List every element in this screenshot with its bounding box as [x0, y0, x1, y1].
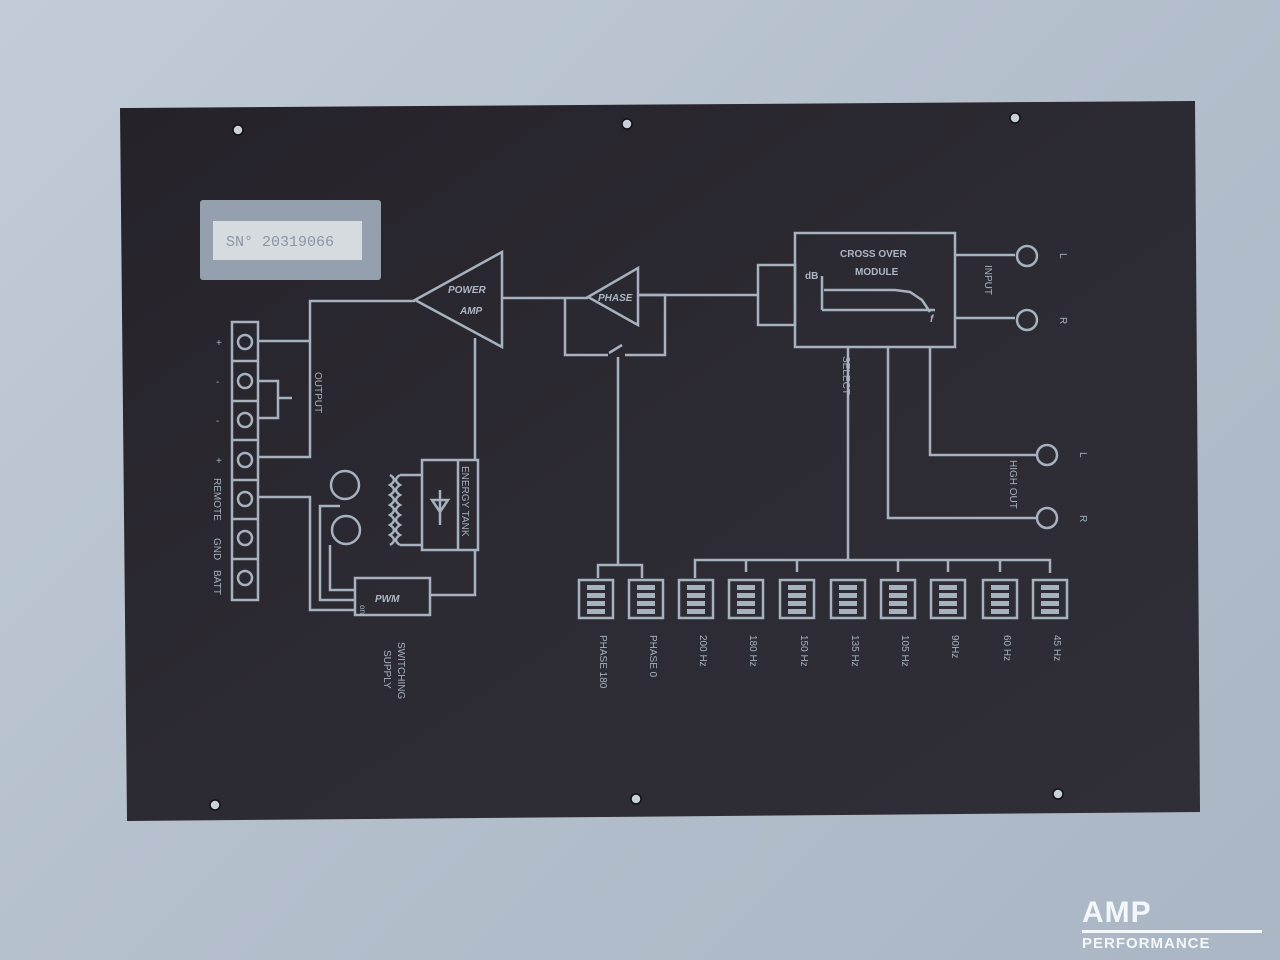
dip-switch-lever: [687, 601, 705, 606]
dip-switch-lever: [1041, 601, 1059, 606]
dip-label: 135 Hz: [849, 635, 860, 667]
dip-switch-lever: [839, 585, 857, 590]
mounting-holes: [209, 112, 1064, 811]
dip-switch-lever: [889, 593, 907, 598]
terminal-label: -: [216, 416, 219, 427]
dip-switch: [981, 578, 1019, 620]
dip-switch: [727, 578, 765, 620]
dip-switch-lever: [587, 585, 605, 590]
dip-switch: [778, 578, 816, 620]
dip-switch-lever: [788, 601, 806, 606]
terminal-label: REMOTE: [211, 478, 222, 521]
dip-switch-lever: [939, 593, 957, 598]
dip-label: 200 Hz: [697, 635, 708, 667]
switching-supply-label-2: SUPPLY: [381, 650, 392, 689]
input-r-label: R: [1057, 317, 1068, 324]
dip-switch-lever: [889, 585, 907, 590]
dip-switch-lever: [587, 609, 605, 614]
dip-switch-lever: [939, 609, 957, 614]
output-label: OUTPUT: [312, 372, 323, 413]
dip-switches: [577, 578, 1069, 620]
dip-switch-lever: [587, 593, 605, 598]
input-label: INPUT: [982, 265, 993, 295]
dip-switch-lever: [788, 609, 806, 614]
dip-switch-lever: [737, 609, 755, 614]
energy-tank-label: ENERGY TANK: [459, 466, 470, 537]
dip-switch-lever: [839, 609, 857, 614]
high-out-label: HIGH OUT: [1007, 460, 1018, 509]
dip-label: 45 Hz: [1051, 635, 1062, 661]
high-out-l-label: L: [1077, 452, 1088, 458]
crossover-label-2: MODULE: [855, 267, 899, 278]
dip-label: 90Hz: [949, 635, 960, 658]
dip-switch: [929, 578, 967, 620]
dip-label: 180 Hz: [747, 635, 758, 667]
dip-switch: [577, 578, 615, 620]
db-label: dB: [805, 271, 818, 282]
dip-switch-lever: [587, 601, 605, 606]
dip-switch: [627, 578, 665, 620]
dip-switch-lever: [839, 601, 857, 606]
dip-label: PHASE 180: [597, 635, 608, 689]
terminal-label: -: [216, 377, 219, 388]
logo-divider: [1082, 930, 1262, 933]
dip-switch-lever: [1041, 593, 1059, 598]
dip-switch-lever: [637, 593, 655, 598]
dip-switch-lever: [991, 601, 1009, 606]
dip-switch-lever: [991, 593, 1009, 598]
dip-switch-lever: [991, 585, 1009, 590]
dip-switch-lever: [637, 609, 655, 614]
dip-switch: [829, 578, 867, 620]
dip-label: 60 Hz: [1001, 635, 1012, 661]
dip-switch-lever: [687, 585, 705, 590]
dip-switch-lever: [939, 585, 957, 590]
terminal-label: GND: [211, 538, 222, 560]
f-label: f: [930, 314, 935, 325]
dip-switch-lever: [788, 593, 806, 598]
dip-switch-lever: [889, 609, 907, 614]
on-label: on: [358, 605, 367, 614]
dip-switch-lever: [788, 585, 806, 590]
dip-switch-lever: [687, 593, 705, 598]
dip-labels: PHASE 180 PHASE 0 200 Hz 180 Hz 150 Hz 135 Hz…: [597, 635, 1062, 689]
select-label: SELECT: [840, 356, 851, 395]
dip-switch-lever: [889, 601, 907, 606]
terminal-labels: + - - + REMOTE GND BATT: [211, 338, 222, 595]
high-out-r-label: R: [1077, 515, 1088, 522]
dip-label: 105 Hz: [899, 635, 910, 667]
dip-switch-lever: [687, 609, 705, 614]
dip-label: 150 Hz: [798, 635, 809, 667]
switching-supply-label: SWITCHING: [395, 642, 406, 699]
logo-brand: AMP: [1082, 896, 1152, 929]
dip-label: PHASE 0: [647, 635, 658, 678]
dip-switch: [677, 578, 715, 620]
dip-switch-lever: [637, 601, 655, 606]
dip-switch-lever: [737, 601, 755, 606]
dip-switch-lever: [1041, 609, 1059, 614]
dip-switch-lever: [839, 593, 857, 598]
input-l-label: L: [1057, 253, 1068, 259]
dip-switch-lever: [737, 593, 755, 598]
dip-switch-lever: [637, 585, 655, 590]
crossover-label: CROSS OVER: [840, 249, 907, 260]
terminal-label: +: [216, 456, 222, 467]
power-amp-label: POWER: [448, 285, 487, 296]
dip-switch-lever: [991, 609, 1009, 614]
metal-panel: [120, 101, 1200, 821]
dip-switch: [879, 578, 917, 620]
pwm-label: PWM: [375, 594, 400, 605]
dip-switch-lever: [737, 585, 755, 590]
terminal-label: BATT: [211, 570, 222, 595]
terminal-label: +: [216, 338, 222, 349]
dip-switch-lever: [939, 601, 957, 606]
power-amp-label-2: AMP: [459, 306, 483, 317]
logo-sub: PERFORMANCE: [1082, 935, 1211, 952]
amp-performance-logo: AMP PERFORMANCE: [1082, 898, 1262, 952]
serial-number: SN° 20319066: [226, 234, 334, 251]
phase-label: PHASE: [598, 293, 633, 304]
dip-switch-lever: [1041, 585, 1059, 590]
dip-switch: [1031, 578, 1069, 620]
schematic-lines: [230, 231, 1059, 617]
serial-sticker: SN° 20319066: [200, 200, 381, 280]
